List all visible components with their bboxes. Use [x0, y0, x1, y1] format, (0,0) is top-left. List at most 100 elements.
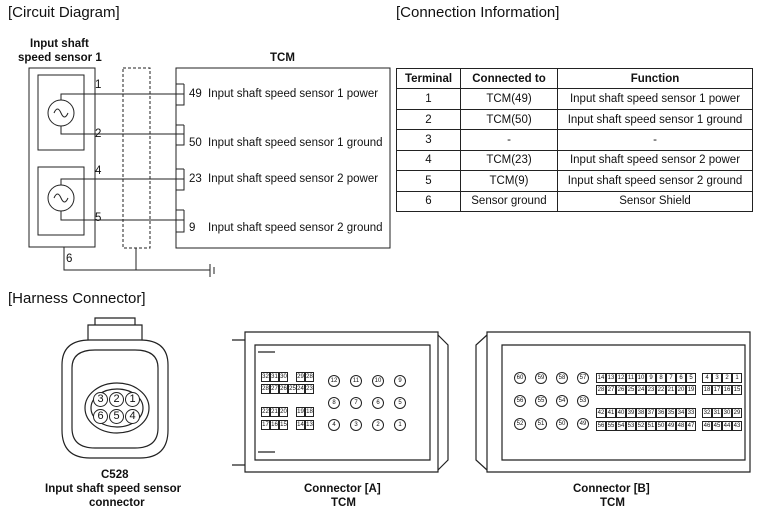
cell: 3 — [396, 129, 461, 151]
connector-pin: 21 — [666, 385, 676, 395]
c528-name-line2: connector — [89, 497, 145, 509]
tcm-pin-49: 49 — [189, 88, 202, 100]
connector-pin: 17 — [712, 385, 722, 395]
connector-pin: 53 — [577, 395, 589, 407]
connector-pin: 11 — [626, 373, 636, 383]
connector-pin: 52 — [514, 418, 526, 430]
connector-pin: 50 — [556, 418, 568, 430]
connector-pin: 18 — [305, 407, 314, 417]
connector-pin: 33 — [686, 408, 696, 418]
connector-pin: 25 — [626, 385, 636, 395]
connector-pin: 24 — [296, 384, 305, 394]
connector-pin: 38 — [636, 408, 646, 418]
connector-pin: 7 — [666, 373, 676, 383]
cell: TCM(50) — [460, 108, 558, 131]
tcm-label-49: Input shaft speed sensor 1 power — [208, 88, 379, 100]
connector-pin: 10 — [636, 373, 646, 383]
c528-code: C528 — [101, 469, 129, 481]
connector-pin: 37 — [646, 408, 656, 418]
connector-pin: 57 — [577, 372, 589, 384]
connector-pin: 5 — [394, 397, 406, 409]
connector-pin: 41 — [606, 408, 616, 418]
tcm-label-9: Input shaft speed sensor 2 ground — [208, 222, 383, 234]
connector-pin: 28 — [261, 384, 270, 394]
connector-pin: 24 — [636, 385, 646, 395]
connector-pin: 43 — [732, 421, 742, 431]
connector-pin: 56 — [514, 395, 526, 407]
connector-pin: 3 — [712, 373, 722, 383]
tcm-label-50: Input shaft speed sensor 1 ground — [208, 137, 383, 149]
cell: Input shaft speed sensor 2 power — [557, 149, 753, 172]
connector-pin: 10 — [372, 375, 384, 387]
tcm-pin-50: 50 — [189, 137, 202, 149]
col-connected: Connected to — [460, 67, 558, 90]
cell: - — [460, 129, 558, 151]
connector-pin: 58 — [556, 372, 568, 384]
connector-pin: 1 — [394, 419, 406, 431]
pin-4-number: 4 — [95, 165, 102, 177]
tcm-pin-9: 9 — [189, 222, 196, 234]
c528-name: Input shaft speed sensor — [45, 483, 182, 495]
connector-pin: 13 — [305, 420, 314, 430]
connector-pin: 17 — [261, 420, 270, 430]
connector-pin: 36 — [656, 408, 666, 418]
connector-pin: 31 — [712, 408, 722, 418]
connector-pin: 14 — [296, 420, 305, 430]
connector-pin: 4 — [125, 409, 140, 424]
connector-pin: 27 — [270, 384, 279, 394]
connector-pin: 48 — [676, 421, 686, 431]
connector-pin: 20 — [279, 407, 288, 417]
connector-pin: 18 — [702, 385, 712, 395]
pin-1-number: 1 — [95, 79, 102, 91]
connector-pin: 23 — [305, 384, 314, 394]
cell: 1 — [396, 88, 461, 110]
connector-pin: 27 — [606, 385, 616, 395]
connector-pin: 1 — [125, 392, 140, 407]
connector-pin: 22 — [261, 407, 270, 417]
connector-pin: 45 — [712, 421, 722, 431]
pin-5-number: 5 — [95, 212, 102, 224]
cell: TCM(23) — [460, 149, 558, 172]
connector-pin: 56 — [596, 421, 606, 431]
connector-pin: 6 — [676, 373, 686, 383]
col-terminal: Terminal — [396, 67, 461, 90]
connector-pin: 22 — [656, 385, 666, 395]
connector-pin: 47 — [686, 421, 696, 431]
connector-pin: 7 — [350, 397, 362, 409]
tcm-pin-23: 23 — [189, 173, 202, 185]
connector-pin: 12 — [328, 375, 340, 387]
connector-pin: 42 — [596, 408, 606, 418]
table-header-row: Terminal Connected to Function — [396, 67, 753, 90]
pin-6-number: 6 — [66, 253, 73, 265]
connector-pin: 55 — [606, 421, 616, 431]
cell: 6 — [396, 190, 461, 213]
connector-pin: 2 — [372, 419, 384, 431]
connector-pin: 60 — [514, 372, 526, 384]
tcm-box — [175, 67, 391, 249]
connector-pin: 4 — [328, 419, 340, 431]
connector-pin: 31 — [270, 372, 279, 382]
connector-pin: 51 — [646, 421, 656, 431]
connector-pin: 30 — [279, 372, 288, 382]
connector-pin: 35 — [666, 408, 676, 418]
connector-pin: 50 — [656, 421, 666, 431]
connector-pin: 30 — [722, 408, 732, 418]
cell: 4 — [396, 149, 461, 172]
connector-pin: 44 — [722, 421, 732, 431]
connector-pin: 13 — [606, 373, 616, 383]
connector-b-name: Connector [B] — [573, 483, 650, 495]
connector-pin: 32 — [261, 372, 270, 382]
connector-pin: 59 — [535, 372, 547, 384]
shield-outline — [122, 67, 151, 249]
connector-pin: 55 — [535, 395, 547, 407]
connector-pin: 29 — [296, 372, 305, 382]
connector-pin: 51 — [535, 418, 547, 430]
connector-pin: 29 — [732, 408, 742, 418]
connector-pin: 11 — [350, 375, 362, 387]
connector-pin: 53 — [626, 421, 636, 431]
connector-pin: 19 — [296, 407, 305, 417]
circuit-diagram-title: [Circuit Diagram] — [8, 4, 120, 21]
